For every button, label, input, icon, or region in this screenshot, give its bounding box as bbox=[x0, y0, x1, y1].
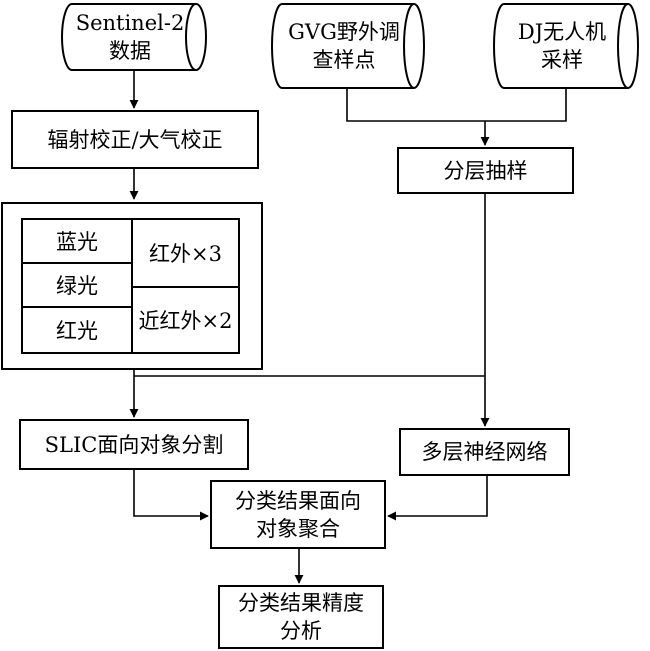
dj-drone-label: DJ无人机 采样 bbox=[517, 20, 607, 72]
object-aggregation-box: 分类结果面向 对象聚合 bbox=[210, 480, 386, 549]
object-aggregation-label: 分类结果面向 对象聚合 bbox=[235, 488, 361, 541]
sentinel-data-cylinder bbox=[61, 3, 207, 71]
gvg-survey-label: GVG野外调 查样点 bbox=[288, 20, 400, 72]
band-red-cell: 红光 bbox=[23, 308, 133, 352]
correction-box: 辐射校正/大气校正 bbox=[11, 110, 259, 169]
stratified-sampling-label: 分层抽样 bbox=[443, 158, 528, 183]
band-blue-label: 蓝光 bbox=[56, 230, 98, 254]
stratified-sampling-box: 分层抽样 bbox=[397, 147, 574, 194]
correction-label: 辐射校正/大气校正 bbox=[47, 127, 223, 152]
mlp-box: 多层神经网络 bbox=[399, 428, 570, 476]
line-gvg-to-merge bbox=[346, 88, 485, 122]
band-green-label: 绿光 bbox=[56, 274, 98, 298]
band-red-label: 红光 bbox=[56, 319, 98, 343]
line-dj-to-merge bbox=[485, 88, 567, 122]
band-ir-label: 红外×3 bbox=[149, 242, 222, 266]
sentinel-data-label: Sentinel-2 数据 bbox=[75, 11, 185, 63]
gvg-survey-cylinder bbox=[271, 3, 425, 89]
accuracy-analysis-label: 分类结果精度 分析 bbox=[238, 591, 364, 643]
band-ir-cell: 红外×3 bbox=[133, 220, 238, 288]
band-nir-label: 近红外×2 bbox=[138, 309, 233, 333]
band-blue-cell: 蓝光 bbox=[23, 220, 133, 264]
band-nir-cell: 近红外×2 bbox=[133, 288, 238, 352]
accuracy-analysis-box: 分类结果精度 分析 bbox=[218, 585, 384, 649]
slic-segmentation-label: SLIC面向对象分割 bbox=[44, 432, 224, 457]
connectors bbox=[129, 70, 567, 584]
mlp-label: 多层神经网络 bbox=[421, 440, 548, 464]
arrow-slic-to-aggregate bbox=[133, 470, 209, 521]
band-green-cell: 绿光 bbox=[23, 264, 133, 308]
dj-drone-cylinder bbox=[493, 3, 639, 89]
slic-segmentation-box: SLIC面向对象分割 bbox=[19, 419, 249, 470]
band-table: 蓝光 绿光 红光 红外×3 近红外×2 bbox=[21, 218, 240, 354]
arrow-mlp-to-aggregate bbox=[387, 476, 488, 521]
